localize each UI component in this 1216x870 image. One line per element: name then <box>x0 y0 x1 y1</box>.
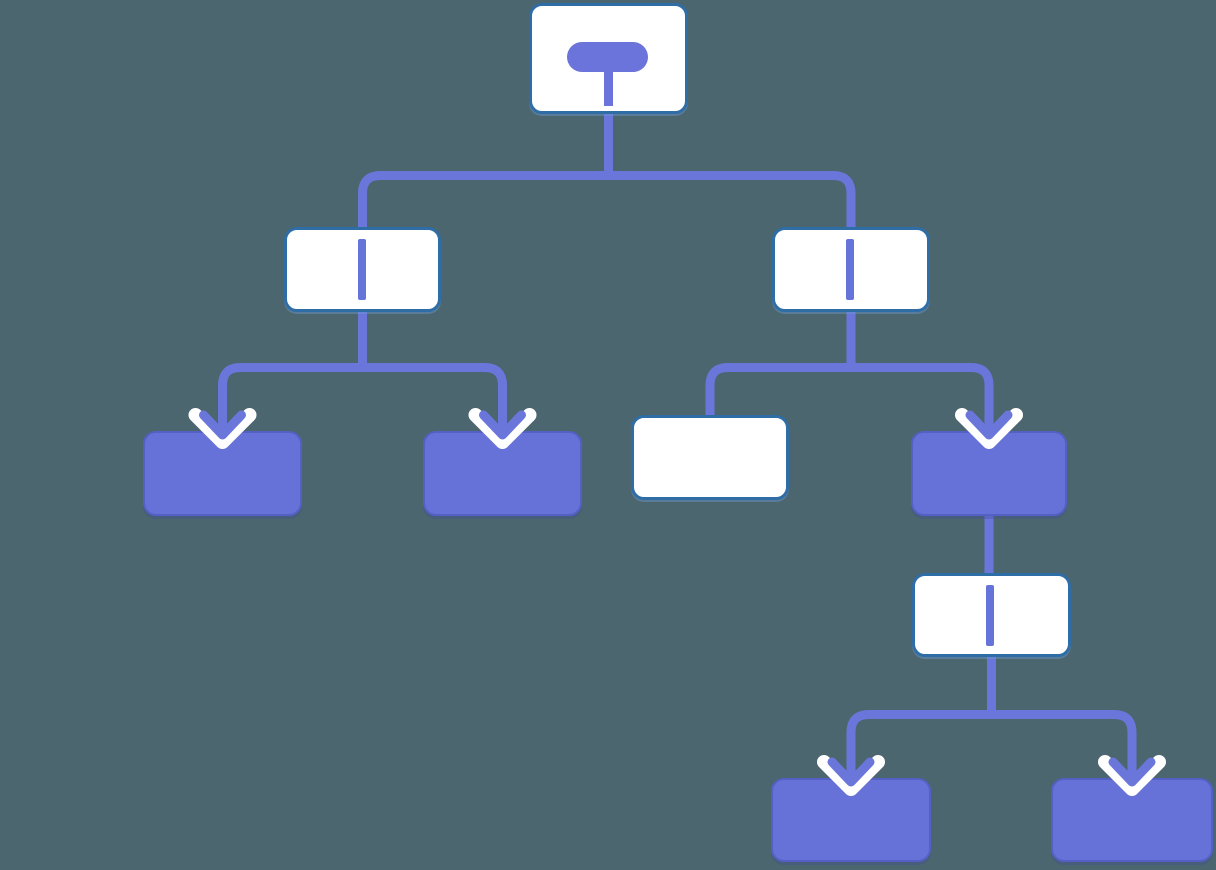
node-branch-bottom[interactable] <box>912 573 1071 657</box>
node-root[interactable] <box>529 3 688 114</box>
node-purple-child[interactable] <box>911 431 1067 516</box>
connector-rail-right-split <box>705 363 994 417</box>
node-leaf-2[interactable] <box>423 431 582 516</box>
pill-topic-icon <box>567 42 648 72</box>
vertical-divider-icon <box>358 239 366 300</box>
node-white-child[interactable] <box>631 415 789 500</box>
node-leaf-4[interactable] <box>1051 778 1213 862</box>
vertical-divider-icon <box>986 585 994 646</box>
connector-rail-level1 <box>358 171 856 229</box>
node-branch-right[interactable] <box>772 227 930 312</box>
connector-rail-left-split <box>218 363 507 410</box>
connector-rail-bottom-split <box>846 710 1137 757</box>
node-leaf-1[interactable] <box>143 431 302 516</box>
vertical-divider-icon <box>846 239 854 300</box>
node-leaf-3[interactable] <box>771 778 931 862</box>
pill-stem-icon <box>604 70 613 106</box>
node-branch-left[interactable] <box>284 227 441 312</box>
